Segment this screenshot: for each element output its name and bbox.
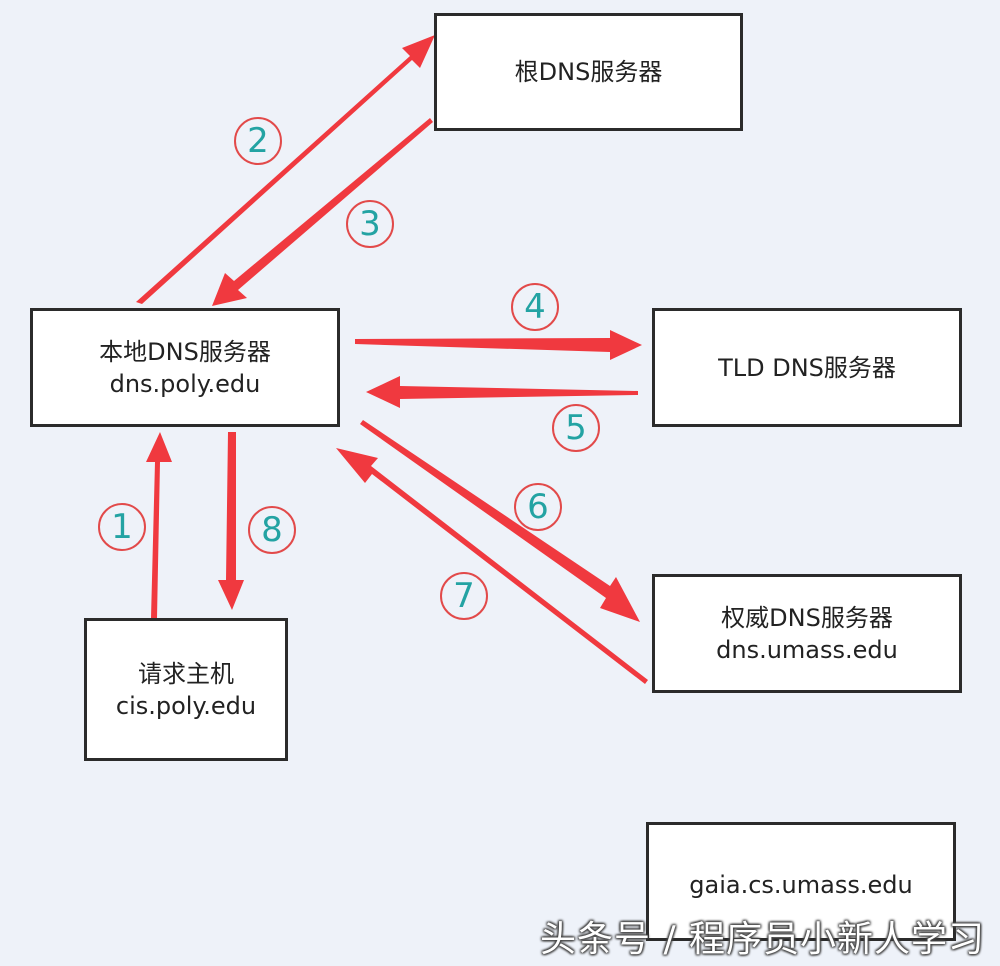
step-label-1: 1 [98,503,146,551]
authoritative-dns-server-node: 权威DNS服务器 dns.umass.edu [652,574,962,693]
requesting-host-node: 请求主机 cis.poly.edu [84,618,288,761]
arrow-5 [366,376,638,408]
arrow-7 [336,448,648,684]
target-host-name: gaia.cs.umass.edu [689,871,913,899]
local-dns-server-node: 本地DNS服务器 dns.poly.edu [30,308,340,427]
root-dns-server-node: 根DNS服务器 [434,13,743,131]
authoritative-dns-server-label: 权威DNS服务器 [721,603,893,632]
step-label-3: 3 [346,200,394,248]
local-dns-server-label: 本地DNS服务器 [99,337,271,366]
arrow-2 [136,35,435,304]
step-label-5: 5 [552,404,600,452]
arrow-1 [146,432,172,618]
target-host-node: gaia.cs.umass.edu [646,822,956,941]
arrow-6 [360,420,640,622]
step-label-4: 4 [511,283,559,331]
arrow-8 [218,432,244,610]
root-dns-server-label: 根DNS服务器 [514,58,663,86]
tld-dns-server-node: TLD DNS服务器 [652,308,962,427]
step-label-8: 8 [248,506,296,554]
local-dns-server-host: dns.poly.edu [109,369,261,398]
watermark: 头条号 / 程序员小新人学习 [540,919,986,960]
requesting-host-name: cis.poly.edu [115,691,257,720]
step-label-7: 7 [440,572,488,620]
arrow-3 [212,118,433,306]
step-label-2: 2 [234,117,282,165]
step-label-6: 6 [514,483,562,531]
authoritative-dns-server-host: dns.umass.edu [716,635,898,664]
arrow-4 [355,330,642,360]
tld-dns-server-label: TLD DNS服务器 [718,353,896,382]
requesting-host-label: 请求主机 [138,659,234,688]
